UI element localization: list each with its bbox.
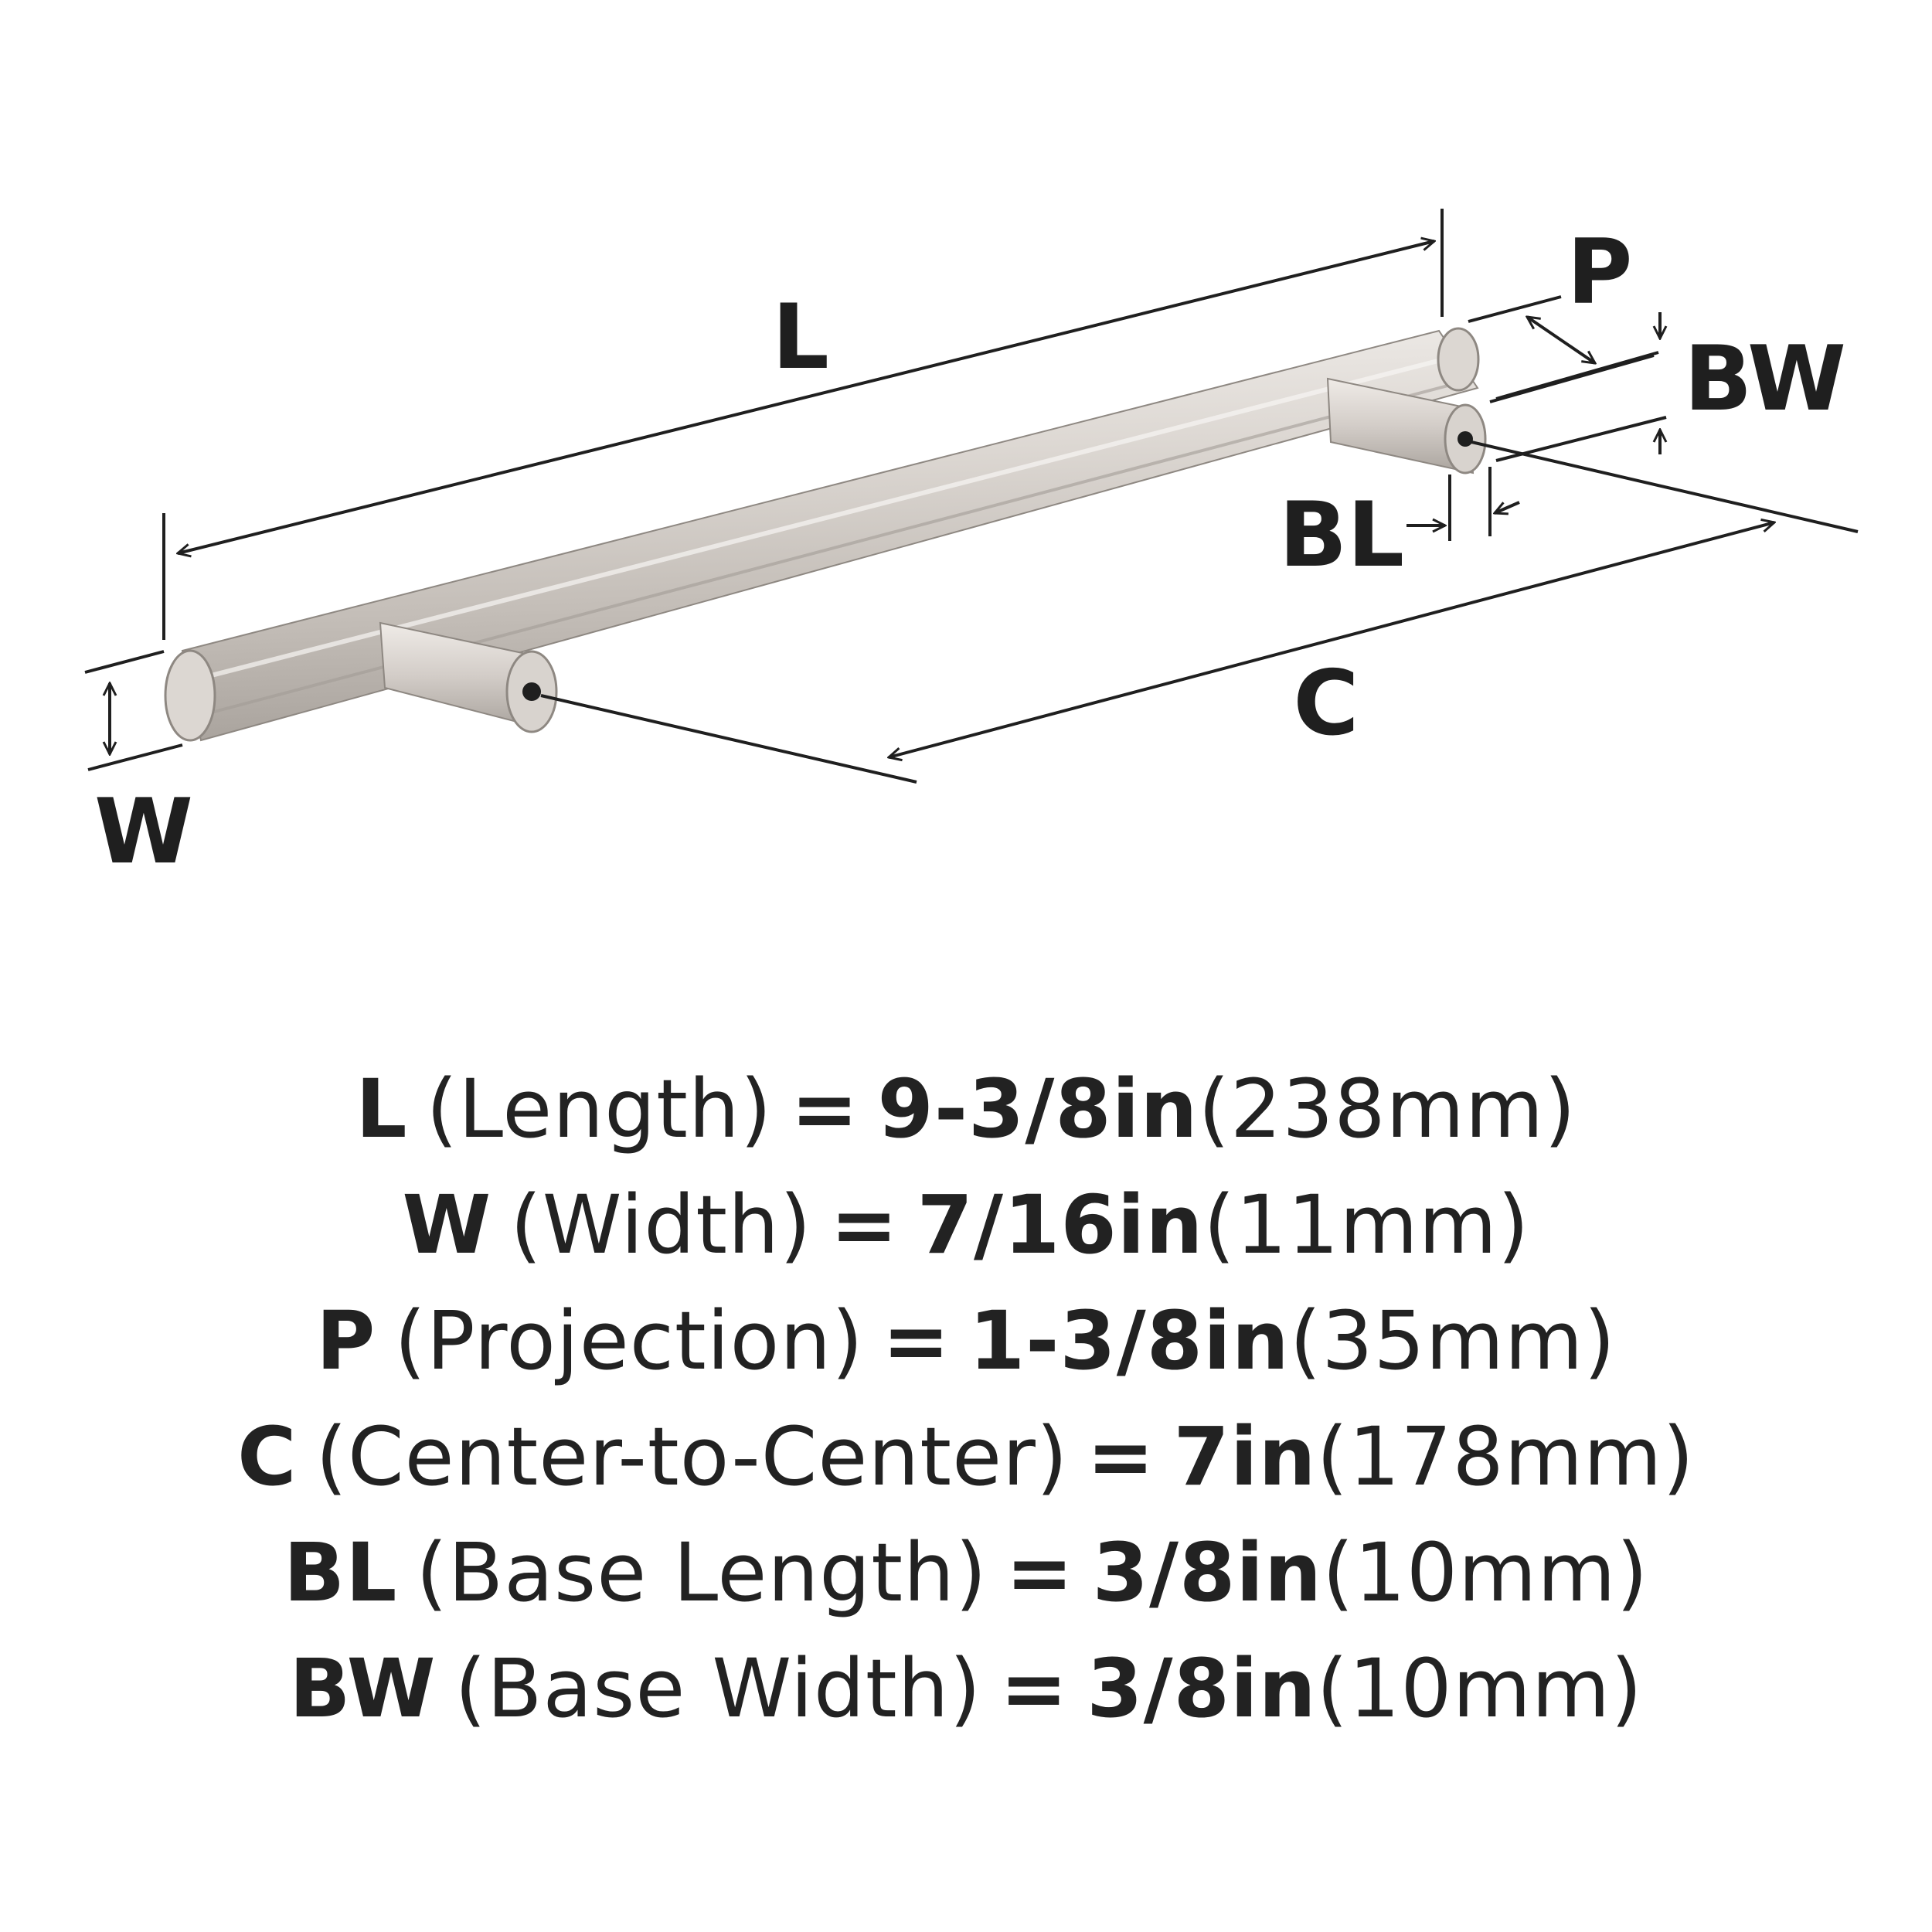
spec-metric: (10mm)	[1316, 1641, 1643, 1736]
specifications-list: L(Length)=9-3/8in(238mm) W(Width)=7/16in…	[0, 1051, 1932, 1747]
left-post	[379, 621, 558, 733]
width-label: W	[94, 780, 193, 884]
spec-abbr: BW	[289, 1641, 437, 1736]
spec-base-length: BL(Base Length)=3/8in(10mm)	[0, 1515, 1932, 1631]
spec-equals: =	[830, 1178, 899, 1272]
spec-metric: (10mm)	[1322, 1526, 1649, 1620]
spec-name: (Center-to-Center)	[315, 1410, 1069, 1504]
spec-equals: =	[791, 1062, 859, 1156]
bar-pull-diagram: L W C P BW BL	[84, 209, 1859, 884]
spec-name: (Base Length)	[416, 1526, 988, 1620]
spec-name: (Base Width)	[454, 1641, 982, 1736]
spec-imperial: 3/8in	[1087, 1641, 1317, 1736]
right-screw-hole	[1458, 431, 1473, 447]
spec-projection: P(Projection)=1-3/8in(35mm)	[0, 1283, 1932, 1399]
spec-name: (Width)	[510, 1178, 812, 1272]
spec-name: (Projection)	[394, 1294, 864, 1388]
spec-abbr: W	[402, 1178, 492, 1272]
spec-metric: (35mm)	[1289, 1294, 1616, 1388]
projection-label: P	[1566, 220, 1632, 325]
spec-imperial: 1-3/8in	[968, 1294, 1290, 1388]
spec-metric: (238mm)	[1198, 1062, 1577, 1156]
spec-abbr: C	[237, 1410, 298, 1504]
spec-equals: =	[1005, 1526, 1074, 1620]
left-screw-hole	[522, 682, 541, 701]
spec-imperial: 3/8in	[1092, 1526, 1323, 1620]
spec-imperial: 7/16in	[917, 1178, 1204, 1272]
base-width-dimension	[1489, 312, 1666, 462]
spec-metric: (178mm)	[1316, 1410, 1695, 1504]
spec-name: (Length)	[426, 1062, 773, 1156]
spec-equals: =	[1000, 1641, 1069, 1736]
width-dimension	[84, 650, 183, 771]
base-length-dimension	[1406, 467, 1520, 541]
spec-length: L(Length)=9-3/8in(238mm)	[0, 1051, 1932, 1167]
spec-width: W(Width)=7/16in(11mm)	[0, 1167, 1932, 1283]
spec-metric: (11mm)	[1203, 1178, 1530, 1272]
base-width-label: BW	[1684, 327, 1846, 431]
spec-equals: =	[882, 1294, 951, 1388]
center-to-center-dimension	[540, 440, 1859, 784]
spec-abbr: P	[316, 1294, 376, 1388]
spec-base-width: BW(Base Width)=3/8in(10mm)	[0, 1631, 1932, 1747]
spec-center-to-center: C(Center-to-Center)=7in(178mm)	[0, 1399, 1932, 1515]
spec-abbr: L	[355, 1062, 408, 1156]
base-length-label: BL	[1279, 483, 1404, 587]
right-end-cap	[1437, 327, 1480, 392]
center-to-center-label: C	[1293, 651, 1359, 756]
spec-abbr: BL	[283, 1526, 398, 1620]
length-dimension	[162, 209, 1444, 640]
left-end-cap	[164, 649, 216, 742]
spec-imperial: 7in	[1173, 1410, 1317, 1504]
length-label: L	[772, 285, 829, 389]
spec-equals: =	[1087, 1410, 1155, 1504]
spec-imperial: 9-3/8in	[877, 1062, 1199, 1156]
